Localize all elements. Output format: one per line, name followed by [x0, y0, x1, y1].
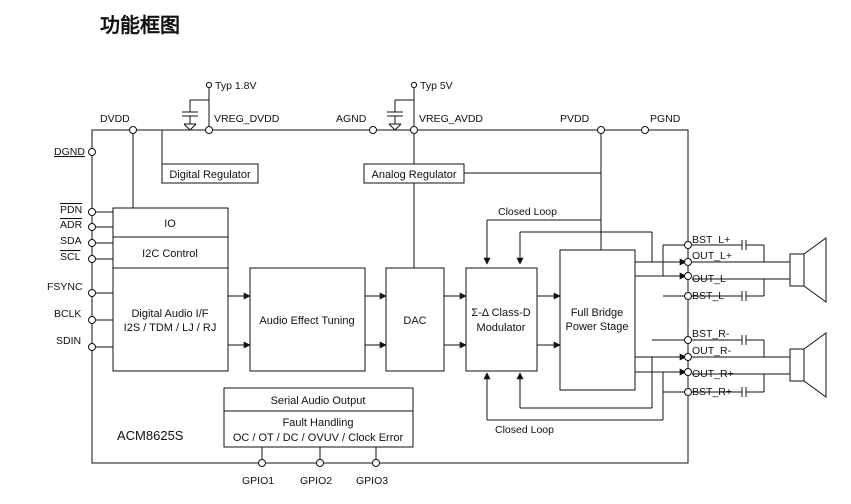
dac-label: DAC — [403, 315, 426, 327]
adr-label: ADR — [60, 219, 83, 231]
power-stage-block: Full Bridge Power Stage — [559, 249, 636, 391]
top-pins — [129, 81, 649, 134]
left-pins — [88, 208, 96, 351]
analog-regulator-block: Analog Regulator — [363, 163, 465, 184]
power-stage-label: Full Bridge — [571, 307, 624, 319]
gpio2-label: GPIO2 — [300, 475, 332, 487]
signal-arrows — [228, 292, 561, 349]
external-wiring — [692, 244, 790, 393]
dac-block: DAC — [385, 267, 445, 372]
sdin-label: SDIN — [56, 335, 81, 347]
fault-conditions-label: OC / OT / DC / OVUV / Clock Error — [233, 432, 404, 444]
typ-1v8-label: Typ 1.8V — [215, 80, 256, 92]
agnd-label: AGND — [336, 113, 367, 125]
page-title: 功能框图 — [100, 13, 180, 37]
modulator-label: Σ-Δ Class-D — [471, 307, 530, 319]
i2c-control-label: I2C Control — [142, 248, 198, 260]
bst-l-plus-label: BST_L+ — [692, 234, 730, 246]
dvdd-label: DVDD — [100, 113, 130, 125]
digital-audio-if-label: Digital Audio I/F — [131, 308, 208, 320]
typ-5v-label: Typ 5V — [420, 80, 453, 92]
sda-label: SDA — [60, 235, 82, 247]
io-block: IO — [112, 207, 229, 238]
digital-regulator-label: Digital Regulator — [169, 169, 251, 181]
fault-handling-block: Fault Handling OC / OT / DC / OVUV / Clo… — [223, 410, 414, 448]
modulator-sub-label: Modulator — [477, 322, 526, 334]
pgnd-label: PGND — [650, 113, 681, 125]
capacitor-icon — [741, 240, 747, 397]
speaker-icon — [789, 332, 827, 398]
out-l-plus-label: OUT_L+ — [692, 250, 732, 262]
audio-effect-tuning-block: Audio Effect Tuning — [249, 267, 366, 372]
modulator-block: Σ-Δ Class-D Modulator — [465, 267, 538, 372]
dgnd-label: DGND — [54, 146, 85, 158]
serial-audio-output-block: Serial Audio Output — [223, 387, 414, 412]
output-wiring — [635, 232, 687, 420]
gpio3-label: GPIO3 — [356, 475, 388, 487]
digital-regulator-block: Digital Regulator — [161, 163, 259, 184]
io-label: IO — [164, 218, 176, 230]
left-pin-wires — [92, 211, 113, 348]
bclk-label: BCLK — [54, 308, 81, 320]
bst-r-minus-label: BST_R- — [692, 328, 730, 340]
audio-effect-tuning-label: Audio Effect Tuning — [259, 315, 354, 327]
fault-handling-label: Fault Handling — [283, 417, 354, 429]
speaker-icon — [789, 237, 827, 303]
closed-loop-bottom-label: Closed Loop — [495, 424, 554, 436]
gpio1-label: GPIO1 — [242, 475, 274, 487]
right-pins — [684, 241, 692, 396]
analog-regulator-label: Analog Regulator — [371, 169, 456, 181]
power-stage-sub-label: Power Stage — [566, 321, 629, 333]
ground-icon — [183, 123, 402, 131]
digital-audio-if-block: Digital Audio I/F I2S / TDM / LJ / RJ — [112, 267, 229, 372]
out-r-minus-label: OUT_R- — [692, 345, 732, 357]
i2c-control-block: I2C Control — [112, 236, 229, 269]
vreg-dvdd-label: VREG_DVDD — [214, 113, 280, 125]
capacitor-icon — [182, 111, 403, 124]
pvdd-label: PVDD — [560, 113, 590, 125]
pdn-label: PDN — [60, 204, 82, 216]
gpio-pins — [258, 459, 380, 467]
closed-loop-bottom-lines — [483, 372, 663, 421]
fsync-label: FSYNC — [47, 281, 83, 293]
closed-loop-top-label: Closed Loop — [498, 206, 557, 218]
chip-name: ACM8625S — [117, 428, 184, 443]
supply-rails — [132, 86, 652, 268]
digital-audio-formats-label: I2S / TDM / LJ / RJ — [124, 322, 217, 334]
serial-audio-output-label: Serial Audio Output — [271, 395, 366, 407]
vreg-avdd-label: VREG_AVDD — [419, 113, 483, 125]
scl-label: SCL — [60, 251, 81, 263]
